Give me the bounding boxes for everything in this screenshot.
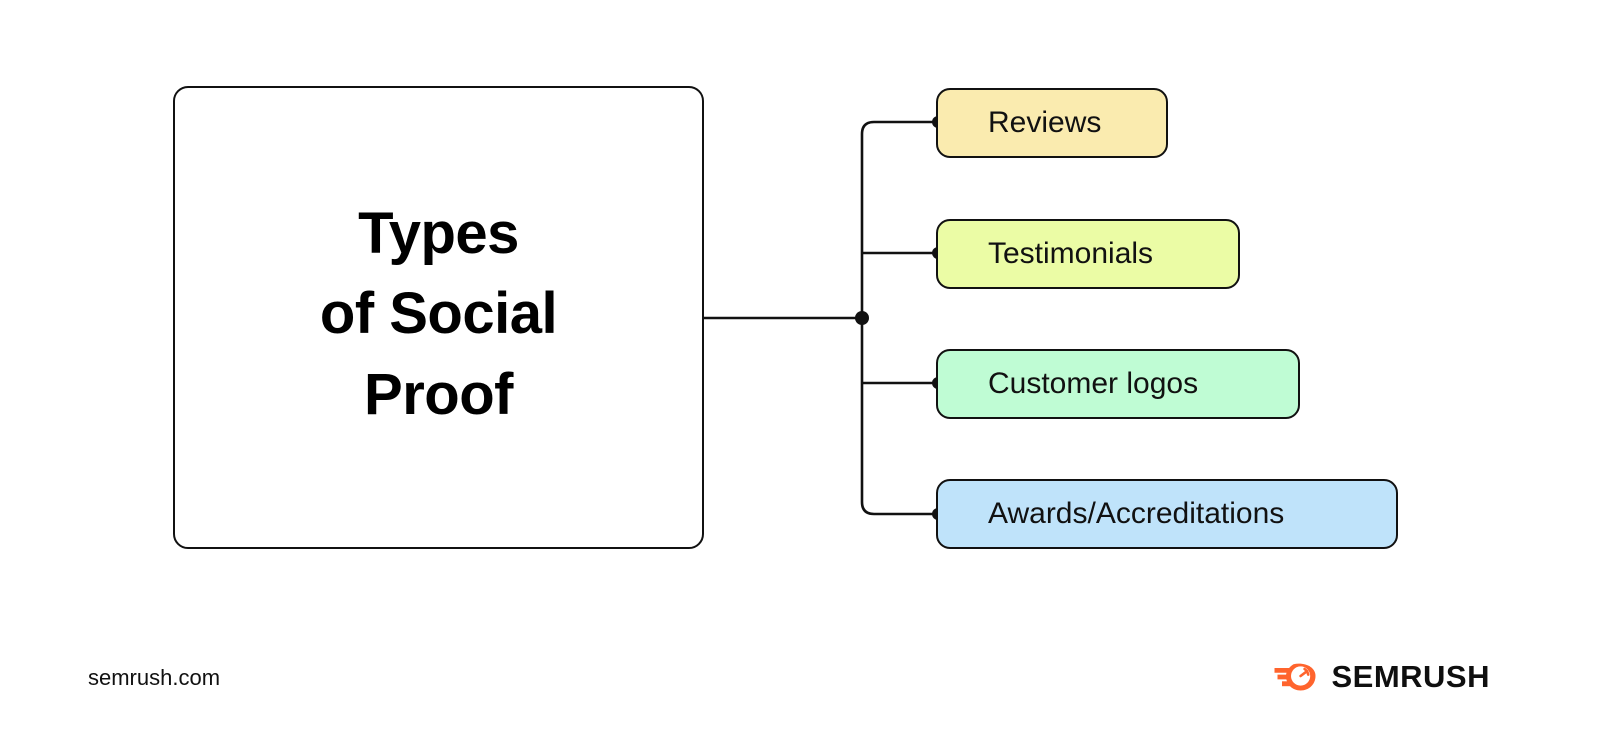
branch-box-reviews: Reviews (936, 88, 1168, 158)
main-concept-box: Types of Social Proof (173, 86, 704, 549)
semrush-comet-icon (1274, 663, 1316, 691)
semrush-wordmark: SEMRUSH (1331, 658, 1490, 694)
spine-line (860, 120, 936, 516)
branch-label-reviews: Reviews (988, 106, 1102, 139)
branch-box-testimonials: Testimonials (936, 219, 1240, 289)
footer-source-url: semrush.com (88, 665, 221, 690)
main-concept-title: Types of Social Proof (319, 201, 558, 427)
branch-label-awards-accreditations: Awards/Accreditations (988, 497, 1285, 530)
branch-box-awards-accreditations: Awards/Accreditations (936, 479, 1398, 549)
branch-label-testimonials: Testimonials (988, 237, 1154, 270)
semrush-logo: SEMRUSH (1273, 659, 1490, 693)
junction-dot-center (855, 311, 869, 325)
branch-label-customer-logos: Customer logos (988, 367, 1199, 400)
branch-box-customer-logos: Customer logos (936, 349, 1300, 419)
